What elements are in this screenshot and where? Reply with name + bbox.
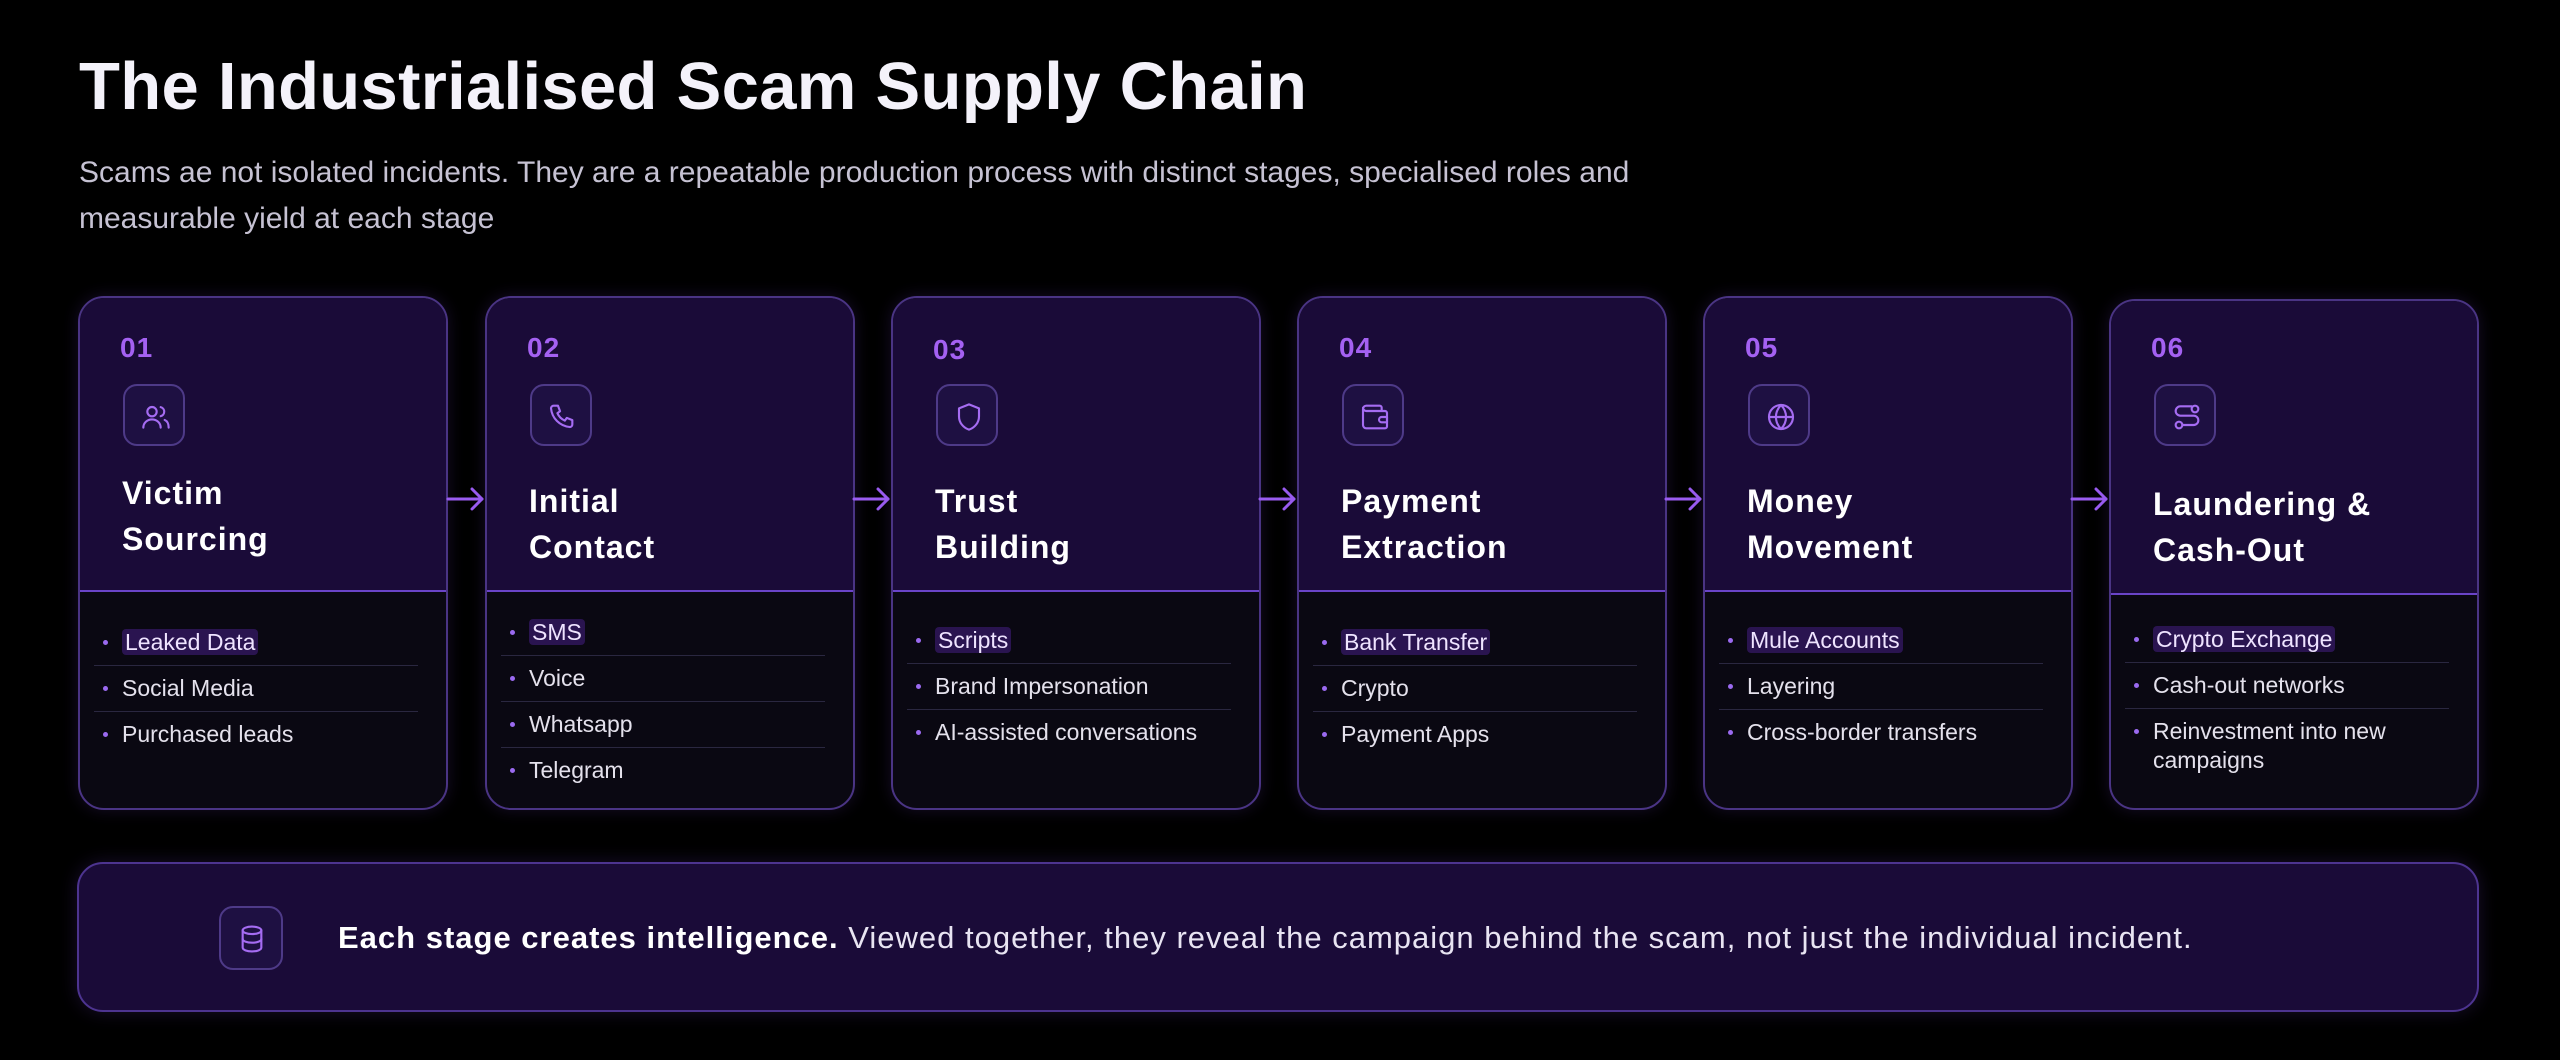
arrow-right-icon <box>2070 487 2108 511</box>
list-item: Social Media <box>94 666 418 712</box>
list-item: Bank Transfer <box>1313 620 1637 666</box>
arrow-right-icon <box>852 487 890 511</box>
callout-text: Each stage creates intelligence. Viewed … <box>338 916 2193 960</box>
stage-title-line1: Payment <box>1341 483 1482 519</box>
stage-card-header: 03 Trust Building <box>893 298 1259 592</box>
stage-title-line2: Contact <box>529 529 656 565</box>
stage-title-line1: Money <box>1747 483 1854 519</box>
stage-title: Payment Extraction <box>1341 478 1507 570</box>
list-item: Purchased leads <box>94 712 418 757</box>
stage-items: SMS Voice Whatsapp Telegram <box>501 610 825 793</box>
list-item: Leaked Data <box>94 620 418 666</box>
list-item: Telegram <box>501 748 825 793</box>
list-item: Voice <box>501 656 825 702</box>
list-item: Mule Accounts <box>1719 618 2043 664</box>
stage-title-line1: Laundering & <box>2153 486 2372 522</box>
shield-icon <box>936 384 998 446</box>
page-subtitle: Scams ae not isolated incidents. They ar… <box>79 156 1630 235</box>
stage-card-header: 04 Payment Extraction <box>1299 298 1665 592</box>
list-item: Cross-border transfers <box>1719 710 2043 755</box>
stage-card-header: 05 Money Movement <box>1705 298 2071 592</box>
list-item: SMS <box>501 610 825 656</box>
page-title: The Industrialised Scam Supply Chain <box>79 49 1308 124</box>
stage-title-line1: Victim <box>122 475 224 511</box>
stage-number: 03 <box>933 334 967 365</box>
list-item: Layering <box>1719 664 2043 710</box>
stage-card-money-movement: 05 Money Movement Mule Accounts Layering… <box>1703 296 2073 810</box>
stage-number: 06 <box>2151 332 2185 363</box>
stage-title: Initial Contact <box>529 478 655 570</box>
stage-items: Scripts Brand Impersonation AI-assisted … <box>907 618 1231 755</box>
list-item: Payment Apps <box>1313 712 1637 757</box>
stage-card-header: 06 Laundering & Cash-Out <box>2111 301 2477 595</box>
stage-number: 04 <box>1339 332 1373 363</box>
arrow-right-icon <box>1258 487 1296 511</box>
stage-card-header: 02 Initial Contact <box>487 298 853 592</box>
stage-items: Leaked Data Social Media Purchased leads <box>94 620 418 757</box>
stage-title: Victim Sourcing <box>122 470 269 562</box>
stage-card-initial-contact: 02 Initial Contact SMS Voice Whatsapp Te… <box>485 296 855 810</box>
stage-card-victim-sourcing: 01 Victim Sourcing Leaked Data Social Me… <box>78 296 448 810</box>
list-item: Scripts <box>907 618 1231 664</box>
list-item: AI-assisted conversations <box>907 710 1231 755</box>
stage-card-trust-building: 03 Trust Building Scripts Brand Imperson… <box>891 296 1261 810</box>
users-icon <box>123 384 185 446</box>
stage-items: Mule Accounts Layering Cross-border tran… <box>1719 618 2043 755</box>
stage-items: Crypto Exchange Cash-out networks Reinve… <box>2125 617 2449 783</box>
list-item: Crypto <box>1313 666 1637 712</box>
phone-icon <box>530 384 592 446</box>
stage-number: 01 <box>120 332 154 363</box>
stage-title-line2: Extraction <box>1341 529 1508 565</box>
arrow-right-icon <box>446 487 484 511</box>
stage-title-line1: Initial <box>529 483 620 519</box>
stage-title: Trust Building <box>935 478 1071 570</box>
list-item: Crypto Exchange <box>2125 617 2449 663</box>
stage-number: 02 <box>527 332 561 363</box>
list-item: Whatsapp <box>501 702 825 748</box>
wallet-icon <box>1342 384 1404 446</box>
globe-icon <box>1748 384 1810 446</box>
stage-title-line2: Building <box>935 529 1071 565</box>
stage-title-line2: Cash-Out <box>2153 532 2305 568</box>
list-item: Cash-out networks <box>2125 663 2449 709</box>
list-item: Reinvestment into new campaigns <box>2125 709 2449 783</box>
stage-title: Laundering & Cash-Out <box>2153 481 2371 573</box>
callout-bold: Each stage creates intelligence. <box>338 920 839 955</box>
stage-title-line2: Movement <box>1747 529 1914 565</box>
database-icon <box>219 906 283 970</box>
stage-items: Bank Transfer Crypto Payment Apps <box>1313 620 1637 757</box>
callout-rest: Viewed together, they reveal the campaig… <box>838 920 2193 955</box>
stage-number: 05 <box>1745 332 1779 363</box>
stage-title-line2: Sourcing <box>122 521 269 557</box>
stage-title: Money Movement <box>1747 478 1913 570</box>
arrow-right-icon <box>1664 487 1702 511</box>
intelligence-callout: Each stage creates intelligence. Viewed … <box>77 862 2479 1012</box>
stage-card-header: 01 Victim Sourcing <box>80 298 446 592</box>
stage-card-payment-extraction: 04 Payment Extraction Bank Transfer Cryp… <box>1297 296 1667 810</box>
list-item: Brand Impersonation <box>907 664 1231 710</box>
stage-card-laundering-cash-out: 06 Laundering & Cash-Out Crypto Exchange… <box>2109 299 2479 810</box>
route-icon <box>2154 384 2216 446</box>
stage-title-line1: Trust <box>935 483 1019 519</box>
